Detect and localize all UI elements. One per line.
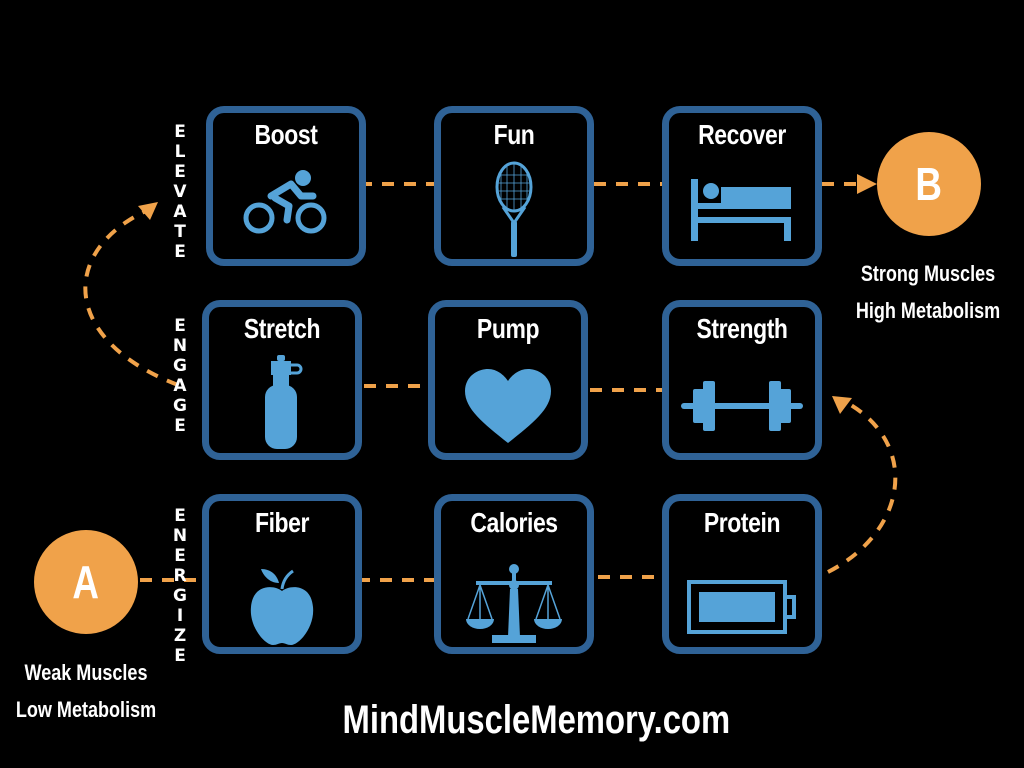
stage-letter: L: [174, 142, 186, 162]
start-letter: A: [72, 556, 100, 608]
stage-letter: E: [174, 506, 186, 526]
stage-letter: E: [174, 416, 186, 436]
step-pump: Pump: [428, 300, 588, 460]
stage-letter: E: [174, 162, 186, 182]
barbell-icon: [681, 381, 803, 431]
connector-protein-strength: [827, 398, 898, 574]
end-caption: Strong Muscles High Metabolism: [838, 255, 1018, 329]
step-label: Calories: [470, 507, 558, 538]
step-label: Strength: [696, 313, 788, 344]
stage-letter: E: [174, 646, 186, 666]
stage-letter: N: [172, 336, 188, 356]
step-label: Fiber: [254, 507, 310, 538]
connector-engage-elevate: [83, 208, 179, 387]
scale-icon: [466, 564, 562, 643]
stage-letter: G: [173, 586, 187, 606]
battery-icon: [687, 580, 796, 634]
website-url: MindMuscleMemory.com: [342, 698, 731, 742]
stage-letter: A: [173, 202, 187, 222]
step-stretch: Stretch: [202, 300, 362, 460]
arrowhead-elevate: [138, 202, 158, 220]
step-label: Boost: [254, 119, 318, 150]
stage-letter: T: [174, 222, 186, 242]
stage-letter: E: [174, 546, 186, 566]
water-bottle-icon: [265, 355, 303, 449]
heart-icon: [465, 369, 551, 443]
step-label: Recover: [698, 119, 786, 150]
end-caption-line1: Strong Muscles: [860, 261, 996, 286]
bed-icon: [691, 179, 791, 241]
arrowhead-strength: [832, 396, 852, 414]
stage-letter: G: [173, 356, 187, 376]
stage-letter: N: [172, 526, 188, 546]
step-boost: Boost: [206, 106, 366, 266]
step-recover: Recover: [662, 106, 822, 266]
step-fiber: Fiber: [202, 494, 362, 654]
step-protein: Protein: [662, 494, 822, 654]
arrowhead-b: [857, 174, 877, 194]
step-label: Fun: [493, 119, 535, 150]
step-fun: Fun: [434, 106, 594, 266]
step-calories: Calories: [434, 494, 594, 654]
start-caption-line2: Low Metabolism: [15, 697, 157, 722]
stage-letter: E: [174, 316, 186, 336]
start-point-a: A: [34, 530, 138, 634]
step-strength: Strength: [662, 300, 822, 460]
tennis-racket-icon: [495, 161, 533, 257]
step-label: Protein: [703, 507, 781, 538]
start-caption: Weak Muscles Low Metabolism: [0, 654, 172, 728]
website-footer: MindMuscleMemory.com: [300, 698, 731, 743]
step-label: Stretch: [243, 313, 321, 344]
step-label: Pump: [476, 313, 540, 344]
stage-letter: E: [174, 122, 186, 142]
stage-letter: V: [173, 182, 187, 202]
stage-letter: E: [174, 242, 186, 262]
end-caption-line2: High Metabolism: [855, 298, 1001, 323]
stage-letter: Z: [173, 626, 187, 646]
start-caption-line1: Weak Muscles: [24, 660, 148, 685]
stage-letter: G: [173, 396, 187, 416]
end-letter: B: [915, 158, 943, 210]
cyclist-icon: [243, 170, 327, 234]
stage-letter: R: [173, 566, 187, 586]
apple-icon: [250, 569, 314, 645]
stage-letter: I: [176, 606, 184, 626]
stage-letter: A: [173, 376, 187, 396]
end-point-b: B: [877, 132, 981, 236]
